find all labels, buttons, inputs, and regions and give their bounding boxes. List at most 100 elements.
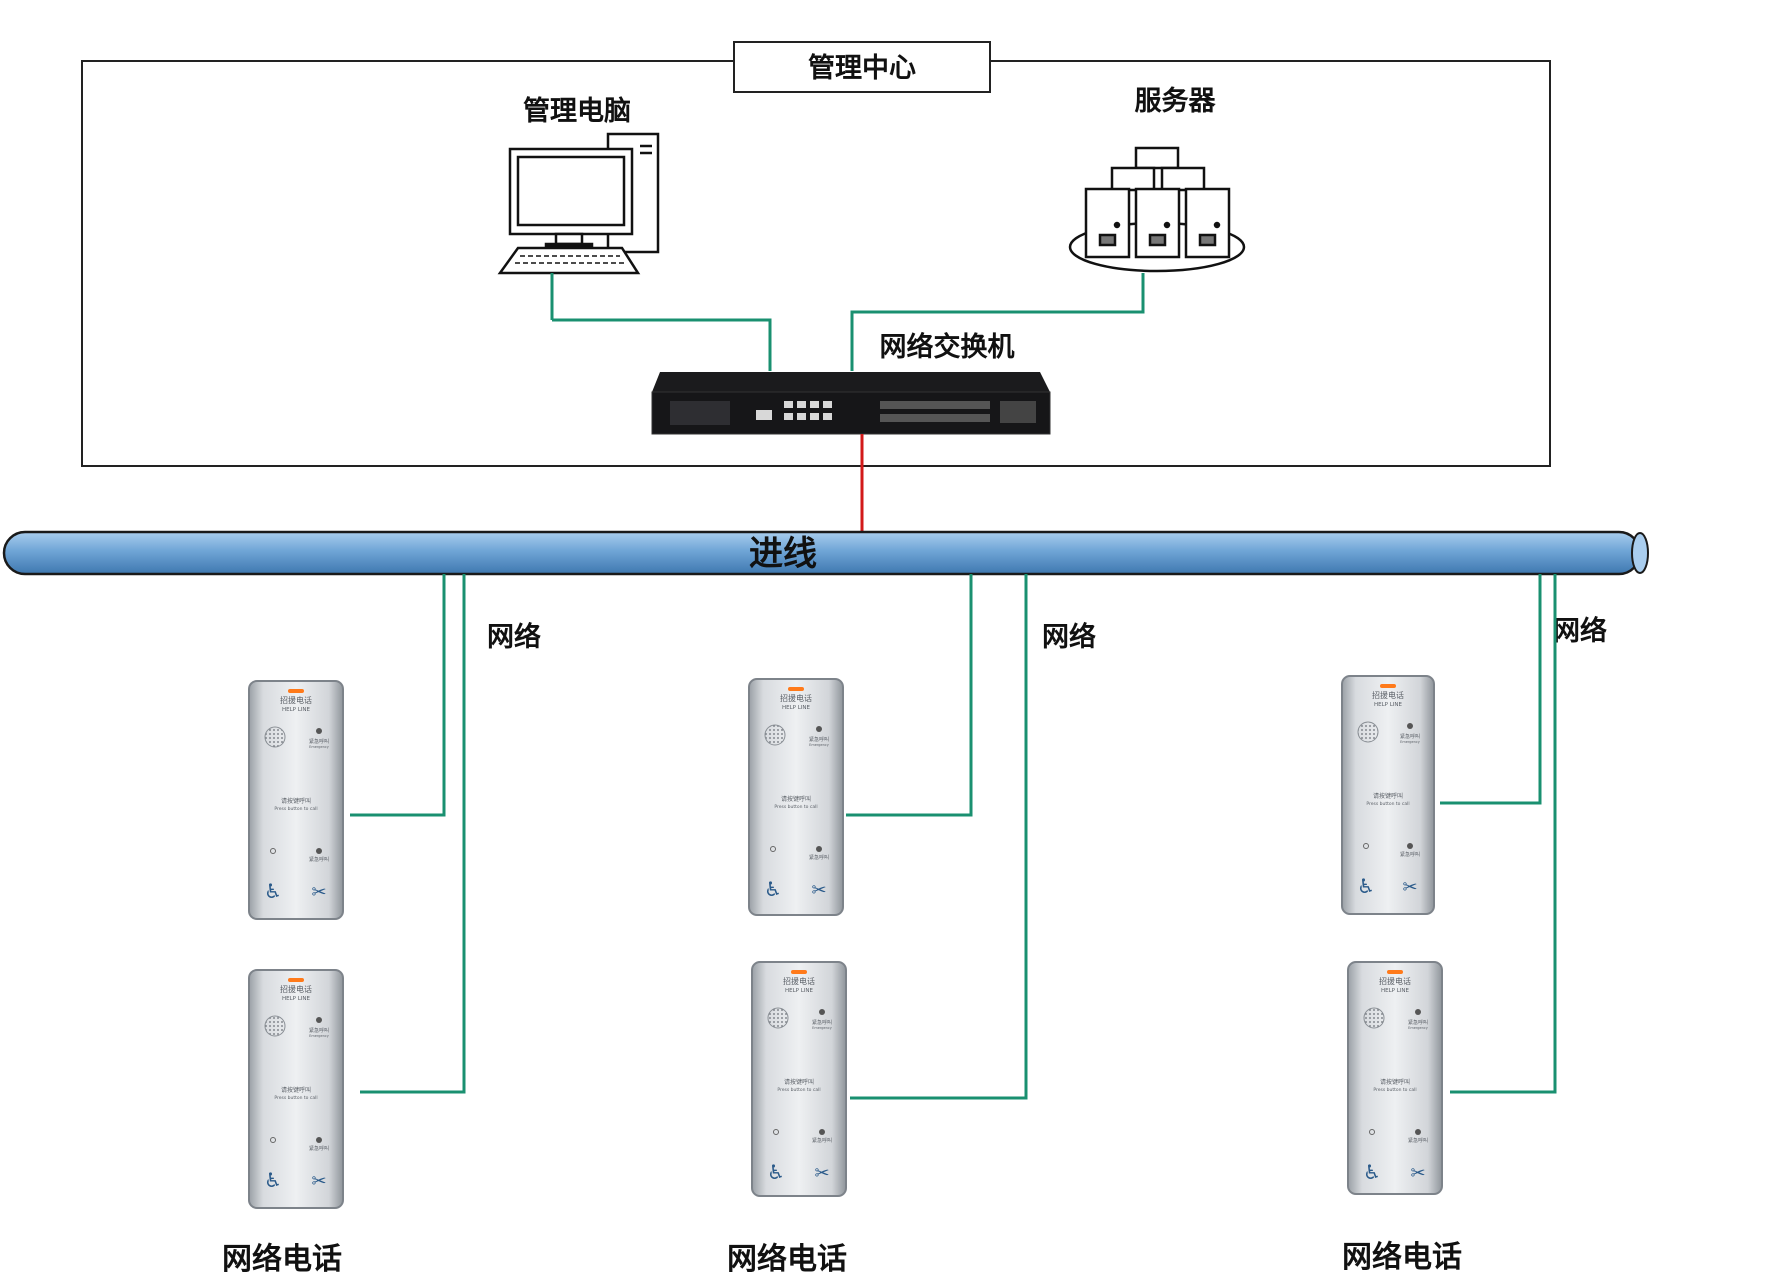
phone-title-en: HELP LINE <box>282 996 311 1002</box>
network-switch-icon <box>651 372 1051 435</box>
call-button-icon[interactable] <box>316 848 322 854</box>
management-center-title-box <box>733 41 991 93</box>
wheelchair-icon: ♿ <box>1363 1160 1381 1184</box>
indicator-icon <box>270 1137 276 1143</box>
server-label: 服务器 <box>1135 86 1217 117</box>
phone-title-cn: 招援电话 <box>780 693 812 703</box>
status-led <box>1387 970 1403 974</box>
computer-icon <box>497 132 660 275</box>
emergency-label-cn: 紧急呼叫 <box>309 1145 329 1152</box>
call-instruction-cn: 请按键呼叫 <box>781 795 811 803</box>
phone-group-label-2: 网络电话 <box>727 1242 847 1277</box>
call-instruction-cn: 请按键呼叫 <box>784 1078 814 1086</box>
emergency-label-en: Emergency <box>1408 1026 1428 1030</box>
network-label-1: 网络 <box>487 621 541 653</box>
hearing-assist-icon: ✂ <box>814 1163 829 1184</box>
network-label-2: 网络 <box>1042 621 1096 653</box>
emergency-label-cn: 紧急呼叫 <box>309 856 329 863</box>
computer-label: 管理电脑 <box>523 96 631 127</box>
indicator-icon <box>770 846 776 852</box>
emergency-label-cn: 紧急呼叫 <box>1408 1019 1428 1026</box>
network-label-3: 网络 <box>1553 615 1607 647</box>
emergency-label-en: Emergency <box>309 745 329 749</box>
camera-icon <box>316 1017 322 1023</box>
wheelchair-icon: ♿ <box>1357 874 1375 898</box>
emergency-label-cn: 紧急呼叫 <box>1400 733 1420 740</box>
phone-wire <box>846 574 973 817</box>
hearing-assist-icon: ✂ <box>1402 877 1417 898</box>
call-instruction-cn: 请按键呼叫 <box>281 1086 311 1094</box>
call-instruction-en: Press button to call <box>777 1087 820 1093</box>
call-button-icon[interactable] <box>1407 843 1413 849</box>
emergency-label-cn: 紧急呼叫 <box>1400 851 1420 858</box>
call-button-icon[interactable] <box>316 1137 322 1143</box>
speaker-grille <box>264 1015 286 1037</box>
camera-icon <box>1407 723 1413 729</box>
backbone-pipe <box>2 530 1649 576</box>
emergency-label-en: Emergency <box>809 743 829 747</box>
phone-title-cn: 招援电话 <box>1372 690 1404 700</box>
call-instruction-en: Press button to call <box>1373 1087 1416 1093</box>
status-led <box>1380 684 1396 688</box>
phone-wires <box>350 574 1557 1100</box>
phone-title-cn: 招援电话 <box>280 984 312 994</box>
emergency-label-cn: 紧急呼叫 <box>309 1027 329 1034</box>
status-led <box>788 687 804 691</box>
hearing-assist-icon: ✂ <box>811 880 826 901</box>
wheelchair-icon: ♿ <box>264 879 282 903</box>
call-instruction-cn: 请按键呼叫 <box>1373 792 1403 800</box>
indicator-icon <box>1369 1129 1375 1135</box>
wheelchair-icon: ♿ <box>764 877 782 901</box>
emergency-label-cn: 紧急呼叫 <box>1408 1137 1428 1144</box>
hearing-assist-icon: ✂ <box>311 882 326 903</box>
emergency-label-cn: 紧急呼叫 <box>309 738 329 745</box>
phone-wire <box>850 574 1028 1100</box>
switch-label: 网络交换机 <box>880 331 1015 363</box>
camera-icon <box>819 1009 825 1015</box>
camera-icon <box>316 728 322 734</box>
emergency-label-en: Emergency <box>309 1034 329 1038</box>
status-led <box>791 970 807 974</box>
emergency-label-en: Emergency <box>812 1026 832 1030</box>
computer-to-switch-wire <box>552 318 772 371</box>
phone-title-en: HELP LINE <box>1374 702 1403 708</box>
phone-title-en: HELP LINE <box>1381 988 1410 994</box>
call-instruction-cn: 请按键呼叫 <box>281 797 311 805</box>
phone-title-en: HELP LINE <box>282 707 311 713</box>
phone-title-cn: 招援电话 <box>1379 976 1411 986</box>
hearing-assist-icon: ✂ <box>311 1171 326 1192</box>
management-center-title: 管理中心 <box>808 53 916 84</box>
camera-icon <box>1415 1009 1421 1015</box>
emergency-label-cn: 紧急呼叫 <box>809 854 829 861</box>
speaker-grille <box>264 726 286 748</box>
call-button-icon[interactable] <box>1415 1129 1421 1135</box>
phone-title-en: HELP LINE <box>785 988 814 994</box>
call-instruction-en: Press button to call <box>274 806 317 812</box>
phone-title-en: HELP LINE <box>782 705 811 711</box>
phone-group-label-3: 网络电话 <box>1342 1240 1462 1275</box>
wheelchair-icon: ♿ <box>264 1168 282 1192</box>
indicator-icon <box>773 1129 779 1135</box>
phone-group-label-1: 网络电话 <box>222 1242 342 1277</box>
hearing-assist-icon: ✂ <box>1410 1163 1425 1184</box>
server-to-switch-wire <box>850 273 1145 371</box>
status-led <box>288 978 304 982</box>
speaker-grille <box>1363 1007 1385 1029</box>
backbone-label: 进线 <box>749 534 817 574</box>
emergency-label-cn: 紧急呼叫 <box>812 1137 832 1144</box>
phone-wire <box>350 574 446 817</box>
camera-icon <box>816 726 822 732</box>
call-button-icon[interactable] <box>819 1129 825 1135</box>
call-button-icon[interactable] <box>816 846 822 852</box>
call-instruction-en: Press button to call <box>774 804 817 810</box>
emergency-label-en: Emergency <box>1400 740 1420 744</box>
server-icon <box>1068 146 1246 273</box>
call-instruction-en: Press button to call <box>1366 801 1409 807</box>
phone-title-cn: 招援电话 <box>783 976 815 986</box>
speaker-grille <box>764 724 786 746</box>
